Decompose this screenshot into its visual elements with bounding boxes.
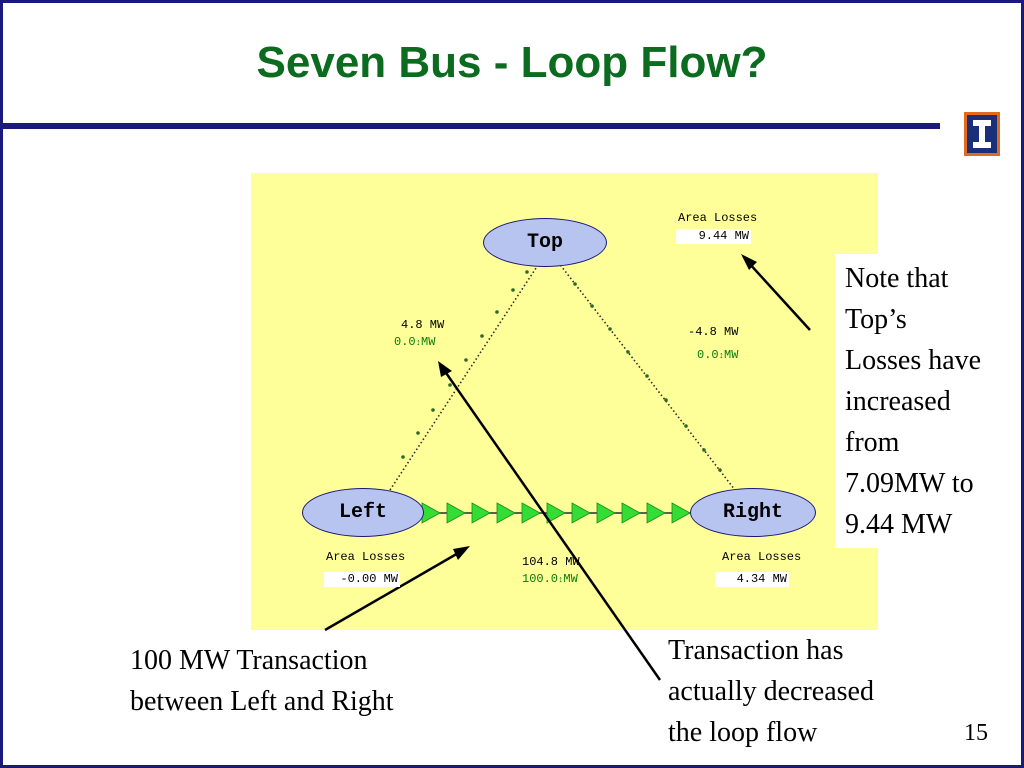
- area-losses-top-label: Area Losses: [678, 211, 758, 225]
- flow-ticks-right-top: [573, 282, 722, 472]
- note-line: from: [845, 427, 900, 458]
- note-line: Note that: [845, 263, 949, 294]
- bus-top[interactable]: Top: [483, 218, 607, 267]
- bus-top-label: Top: [526, 231, 563, 254]
- flow-ticks-left-top: [401, 270, 529, 459]
- note-transaction: 100 MW Transaction between Left and Righ…: [130, 640, 394, 722]
- flow-left-top-mw: 4.8 MW: [401, 318, 445, 332]
- line-left-top: [389, 261, 541, 491]
- title-rule: [3, 123, 940, 129]
- page-number: 15: [964, 720, 988, 746]
- flow-left-right-sched[interactable]: 100.0↕MW: [522, 572, 578, 586]
- note-loop-flow: Transaction has actually decreased the l…: [668, 630, 874, 753]
- note-line: Losses have: [845, 345, 982, 376]
- flow-left-right-mw: 104.8 MW: [522, 555, 580, 569]
- area-losses-right-label: Area Losses: [722, 550, 802, 564]
- flow-left-top-sched-unit: MW: [421, 335, 436, 349]
- bus-right-label: Right: [722, 501, 783, 524]
- note-line: Top’s: [845, 304, 907, 335]
- note-line: actually decreased: [668, 676, 874, 707]
- up-down-spinner-icon[interactable]: ↕: [415, 338, 422, 348]
- flow-right-top-sched-value: 0.0: [697, 348, 719, 362]
- up-down-spinner-icon[interactable]: ↕: [558, 575, 564, 585]
- area-losses-right-value: 4.34 MW: [715, 572, 789, 587]
- flow-left-top-sched-value: 0.0: [394, 335, 416, 349]
- flow-left-right-sched-value: 100.0: [522, 572, 559, 586]
- note-line: 100 MW Transaction: [130, 645, 368, 676]
- bus-left-label: Left: [338, 501, 387, 524]
- note-line: between Left and Right: [130, 686, 394, 717]
- flow-right-top-mw: -4.8 MW: [688, 325, 739, 339]
- flow-arrows-left-right: [421, 502, 691, 524]
- area-losses-top-value: 9.44 MW: [676, 229, 751, 244]
- bus-right[interactable]: Right: [690, 488, 816, 537]
- bus-left[interactable]: Left: [302, 488, 424, 537]
- note-line: 7.09MW to: [845, 468, 974, 499]
- slide-title: Seven Bus - Loop Flow?: [256, 38, 768, 87]
- flow-right-top-sched-unit: MW: [724, 348, 739, 362]
- note-top-losses: Note that Top’s Losses have increased fr…: [845, 258, 981, 545]
- illinois-logo-icon: [964, 112, 1000, 156]
- flow-left-right-sched-unit: MW: [563, 572, 578, 586]
- up-down-spinner-icon[interactable]: ↕: [718, 351, 725, 361]
- note-box: [835, 254, 1021, 548]
- note-line: the loop flow: [668, 717, 818, 748]
- note-line: Transaction has: [668, 635, 844, 666]
- flow-left-top-sched[interactable]: 0.0↕MW: [394, 335, 435, 349]
- note-line: 9.44 MW: [845, 509, 953, 540]
- flow-right-top-sched[interactable]: 0.0↕MW: [697, 348, 738, 362]
- note-line: increased: [845, 386, 951, 417]
- area-losses-left-value: -0.00 MW: [324, 572, 400, 587]
- annotation-arrows: [324, 254, 811, 681]
- area-losses-left-label: Area Losses: [326, 550, 406, 564]
